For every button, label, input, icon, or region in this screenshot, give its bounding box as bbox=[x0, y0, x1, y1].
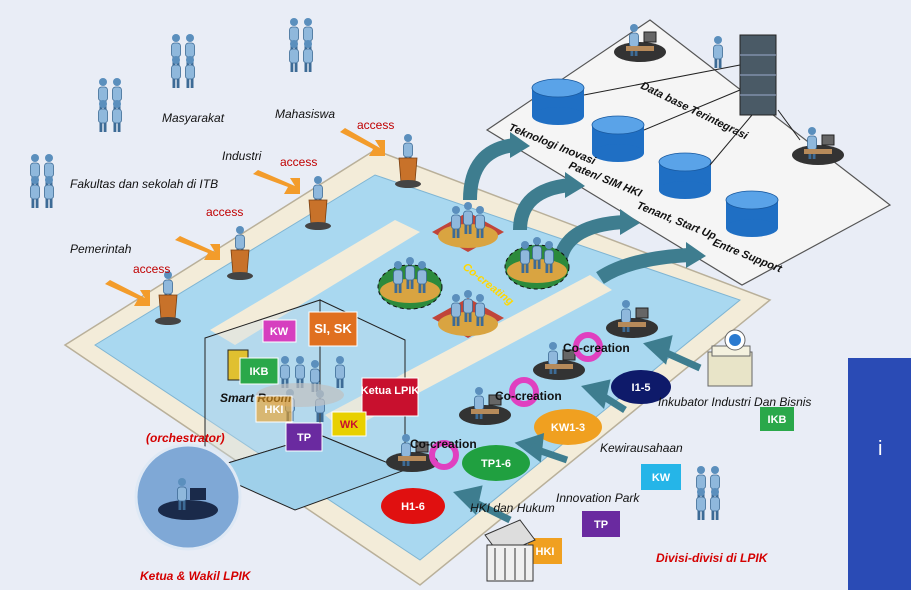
database-cylinder bbox=[531, 78, 585, 126]
access-arrow bbox=[105, 280, 150, 306]
access-label: access bbox=[133, 262, 170, 276]
tag-tp-label: TP bbox=[297, 432, 311, 444]
access-label: access bbox=[206, 205, 243, 219]
group-masyarakat: Masyarakat bbox=[162, 111, 225, 125]
side-tag-kw bbox=[641, 464, 681, 490]
group-pemerintah: Pemerintah bbox=[70, 242, 132, 256]
co-creation-label: Co-creation bbox=[495, 389, 562, 403]
tag-kw bbox=[262, 319, 297, 343]
cycle-icon bbox=[509, 377, 539, 407]
tag-wk bbox=[331, 411, 367, 437]
tag-kw-label: KW bbox=[270, 326, 289, 338]
tag-hki-label: HKI bbox=[265, 404, 284, 416]
unit-h1-6-label: H1-6 bbox=[401, 501, 425, 513]
group-mahasiswa: Mahasiswa bbox=[275, 107, 335, 121]
side-tag-ikb bbox=[760, 407, 794, 431]
arrow-to-database bbox=[596, 248, 691, 284]
division-inkubator: Inkubator Industri Dan Bisnis bbox=[658, 395, 811, 409]
side-tag-hki bbox=[528, 538, 562, 564]
database-platform bbox=[485, 19, 892, 286]
access-label: access bbox=[357, 118, 394, 132]
arrow-to-database bbox=[513, 178, 571, 231]
unit-tp1-6-label: TP1-6 bbox=[481, 458, 511, 470]
unit-kw1-3 bbox=[534, 409, 602, 445]
crowd-industri-people bbox=[99, 78, 122, 132]
tag-ketua-lpik bbox=[361, 377, 419, 417]
crowd-fakultas bbox=[31, 154, 54, 208]
division-kewirausahaan: Kewirausahaan bbox=[600, 441, 683, 455]
unit-h1-6 bbox=[381, 488, 445, 524]
co-creation-label: Co-creation bbox=[563, 341, 630, 355]
database-cylinder bbox=[725, 190, 779, 238]
database-cylinder bbox=[658, 152, 712, 200]
access-arrow bbox=[340, 128, 385, 156]
tag-ikb bbox=[239, 357, 279, 385]
tag-ikb-label: IKB bbox=[250, 366, 269, 378]
tag-wk-label: WK bbox=[340, 419, 358, 431]
group-fakultas: Fakultas dan sekolah di ITB bbox=[70, 177, 218, 191]
side-tag-tp-label: TP bbox=[594, 519, 608, 531]
tag-ketua-lpik-label: Ketua LPIK bbox=[361, 385, 420, 397]
crowd-masyarakat bbox=[172, 34, 195, 88]
database-cylinder bbox=[591, 115, 645, 163]
division-hki-hukum: HKI dan Hukum bbox=[470, 501, 555, 515]
cycle-icon bbox=[429, 440, 459, 470]
building-icon bbox=[484, 519, 536, 582]
ketua-wakil-label: Ketua & Wakil LPIK bbox=[140, 569, 252, 583]
side-tag-ikb-label: IKB bbox=[768, 414, 787, 426]
unit-i1-5 bbox=[611, 370, 671, 404]
division-lpik: Divisi-divisi di LPIK bbox=[656, 551, 769, 565]
cycle-icon bbox=[573, 332, 603, 362]
orchestrator-label: (orchestrator) bbox=[146, 431, 225, 445]
unit-kw1-3-label: KW1-3 bbox=[551, 422, 585, 434]
access-label: access bbox=[280, 155, 317, 169]
unit-tp1-6 bbox=[462, 445, 530, 481]
access-arrow bbox=[175, 236, 220, 260]
side-panel: i bbox=[848, 358, 911, 590]
access-arrow bbox=[253, 170, 300, 194]
side-tag-hki-label: HKI bbox=[536, 546, 555, 558]
incubator-icon bbox=[707, 329, 753, 387]
crowd-mahasiswa bbox=[290, 18, 313, 72]
division-innovation-park: Innovation Park bbox=[556, 491, 640, 505]
tag-tp bbox=[285, 422, 323, 452]
orchestrator-bubble bbox=[134, 443, 242, 551]
arrow-to-database bbox=[463, 138, 517, 201]
tag-si-sk bbox=[308, 311, 358, 347]
side-tag-kw-label: KW bbox=[652, 472, 671, 484]
co-creation-label: Co-creation bbox=[410, 437, 477, 451]
group-industri: Industri bbox=[222, 149, 262, 163]
tag-si-sk-label: SI, SK bbox=[314, 321, 352, 336]
walkway-left bbox=[210, 220, 420, 345]
side-tag-tp bbox=[582, 511, 620, 537]
unit-i1-5-label: I1-5 bbox=[632, 382, 651, 394]
crowd-divisi bbox=[697, 466, 720, 520]
tag-hki bbox=[255, 395, 293, 423]
side-panel-text: i bbox=[878, 438, 883, 460]
